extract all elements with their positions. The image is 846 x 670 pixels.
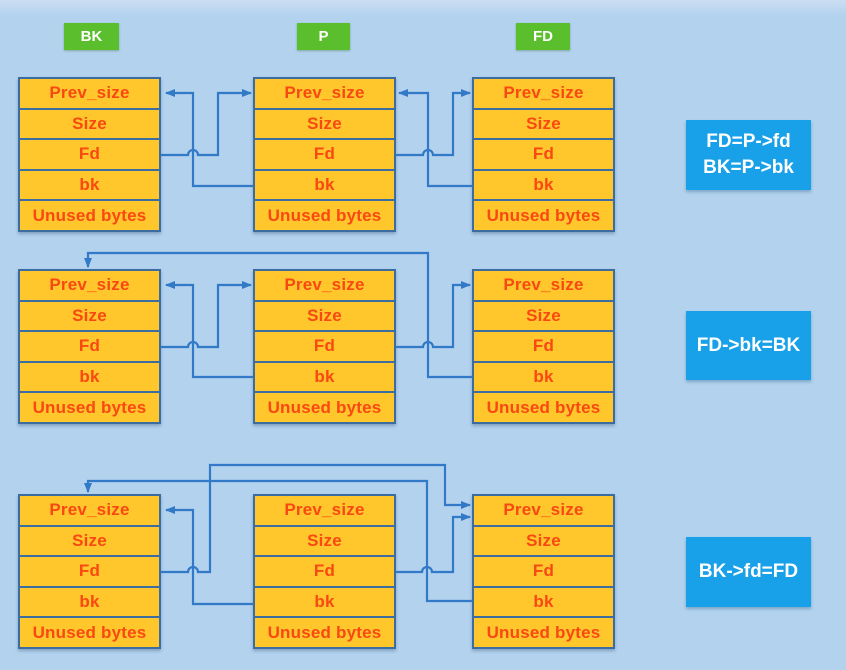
chunk-cell-prev_size: Prev_size: [474, 496, 613, 525]
chunk-cell-fd: Fd: [474, 557, 613, 586]
chunk-cell-fd: Fd: [474, 140, 613, 169]
chunk-cell-fd: Fd: [20, 557, 159, 586]
chunk-cell-size: Size: [474, 526, 613, 556]
chunk-cell-size: Size: [20, 301, 159, 331]
chunk-cell-bk: bk: [474, 587, 613, 617]
chunk-cell-unused-bytes: Unused bytes: [255, 618, 394, 647]
chunk-cell-size: Size: [20, 526, 159, 556]
chunk-cell-unused-bytes: Unused bytes: [474, 201, 613, 230]
chunk-cell-size: Size: [255, 301, 394, 331]
chunk-cell-unused-bytes: Unused bytes: [20, 201, 159, 230]
pointer-arrow: [398, 89, 472, 188]
chunk-cell-size: Size: [474, 109, 613, 139]
chunk-cell-fd: Fd: [255, 557, 394, 586]
chunk-cell-unused-bytes: Unused bytes: [20, 393, 159, 422]
note-line: BK->fd=FD: [698, 561, 799, 583]
chunk-cell-prev_size: Prev_size: [20, 79, 159, 108]
pointer-arrow: [396, 513, 471, 574]
chunk-cell-bk: bk: [255, 170, 394, 200]
note-line: FD->bk=BK: [696, 334, 801, 356]
pointer-arrow: [161, 281, 252, 349]
chunk-cell-bk: bk: [20, 362, 159, 392]
chunk-cell-prev_size: Prev_size: [474, 271, 613, 300]
chunk-cell-fd: Fd: [255, 332, 394, 361]
chunk-cell-unused-bytes: Unused bytes: [20, 618, 159, 647]
chunk-cell-bk: bk: [474, 362, 613, 392]
pointer-arrow: [165, 506, 253, 606]
chunk-cell-unused-bytes: Unused bytes: [255, 393, 394, 422]
note-step-2: FD->bk=BK: [686, 311, 811, 380]
chunk-cell-size: Size: [255, 526, 394, 556]
pointer-arrow: [165, 281, 253, 379]
chunk-cell-fd: Fd: [474, 332, 613, 361]
pointer-arrow: [396, 281, 471, 349]
chunk-cell-unused-bytes: Unused bytes: [474, 393, 613, 422]
chunk-cell-unused-bytes: Unused bytes: [474, 618, 613, 647]
pointer-arrow: [161, 89, 252, 157]
chunk-cell-unused-bytes: Unused bytes: [255, 201, 394, 230]
column-label-fd: FD: [516, 23, 570, 50]
column-label-bk: BK: [64, 23, 119, 50]
chunk-cell-prev_size: Prev_size: [474, 79, 613, 108]
chunk-cell-fd: Fd: [255, 140, 394, 169]
chunk-cell-prev_size: Prev_size: [255, 79, 394, 108]
pointer-arrow: [165, 89, 253, 188]
chunk-cell-size: Size: [474, 301, 613, 331]
note-line: BK=P->bk: [703, 157, 794, 178]
note-step-3: BK->fd=FD: [686, 537, 811, 607]
chunk-cell-bk: bk: [20, 587, 159, 617]
chunk-cell-size: Size: [20, 109, 159, 139]
chunk-cell-bk: bk: [255, 587, 394, 617]
chunk-cell-prev_size: Prev_size: [20, 271, 159, 300]
chunk-cell-prev_size: Prev_size: [255, 496, 394, 525]
note-step-1: FD=P->fd BK=P->bk: [686, 120, 811, 190]
chunk-cell-prev_size: Prev_size: [255, 271, 394, 300]
chunk-cell-size: Size: [255, 109, 394, 139]
note-line: FD=P->fd: [706, 131, 791, 153]
chunk-cell-fd: Fd: [20, 140, 159, 169]
chunk-cell-prev_size: Prev_size: [20, 496, 159, 525]
chunk-cell-bk: bk: [255, 362, 394, 392]
chunk-cell-bk: bk: [474, 170, 613, 200]
pointer-arrow: [396, 89, 471, 157]
column-label-p: P: [297, 23, 350, 50]
chunk-cell-fd: Fd: [20, 332, 159, 361]
chunk-cell-bk: bk: [20, 170, 159, 200]
